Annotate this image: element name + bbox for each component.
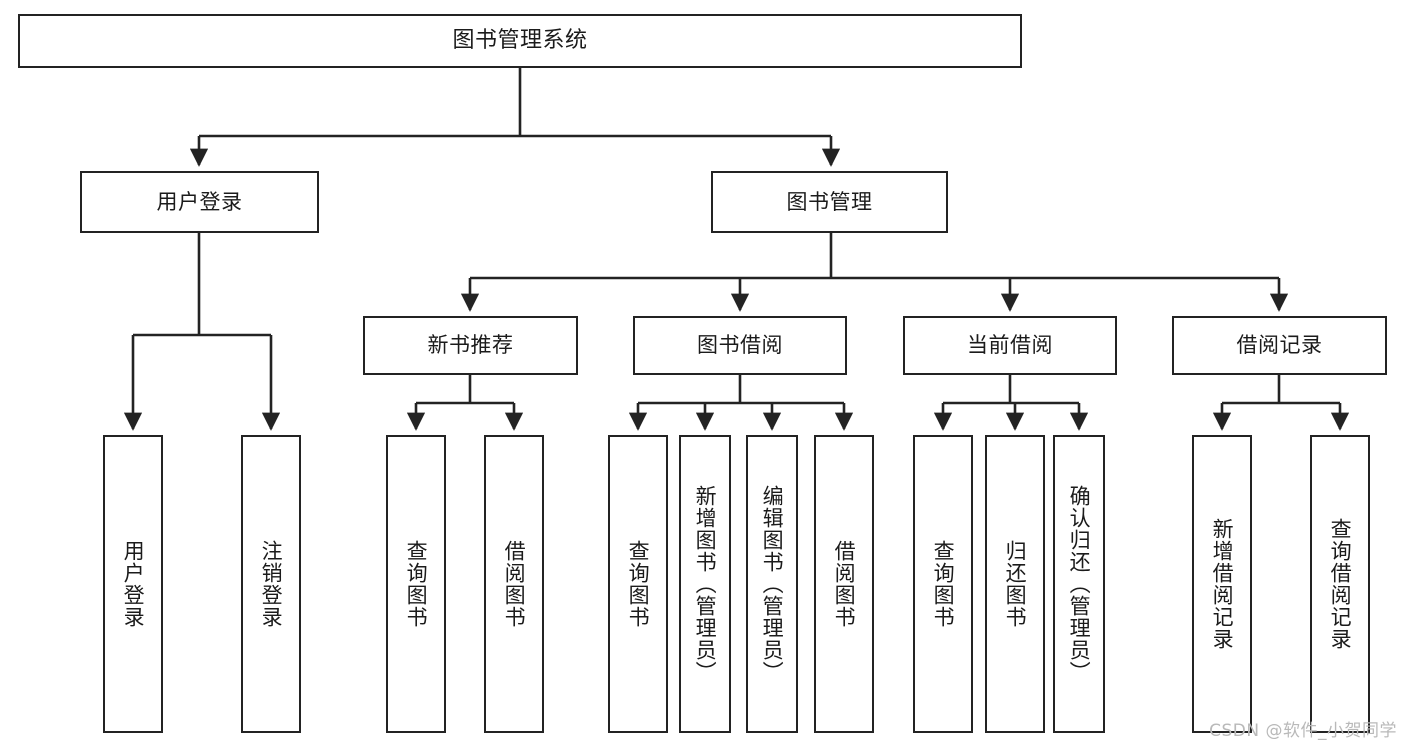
node-new-book-recommend-label: 新书推荐 <box>427 333 514 358</box>
node-book-manage-label: 图书管理 <box>786 189 873 214</box>
node-leaf-logout-login[interactable]: 注销登录 <box>241 435 301 733</box>
node-leaf-confirm-return[interactable]: 确认归还（管理员） <box>1053 435 1105 733</box>
node-leaf-query-book-1-label: 查询图书 <box>404 540 429 628</box>
node-borrow-record[interactable]: 借阅记录 <box>1172 316 1387 375</box>
node-leaf-user-login-label: 用户登录 <box>121 540 146 628</box>
node-leaf-query-book-1[interactable]: 查询图书 <box>386 435 446 733</box>
node-user-login[interactable]: 用户登录 <box>80 171 319 233</box>
node-leaf-borrow-book-1-label: 借阅图书 <box>502 540 527 628</box>
node-leaf-borrow-book-1[interactable]: 借阅图书 <box>484 435 544 733</box>
node-leaf-add-record-label: 新增借阅记录 <box>1210 518 1235 650</box>
csdn-watermark: CSDN @软件_小贺同学 <box>1209 721 1397 741</box>
node-leaf-return-book[interactable]: 归还图书 <box>985 435 1045 733</box>
node-root-label: 图书管理系统 <box>452 28 588 54</box>
node-leaf-user-login[interactable]: 用户登录 <box>103 435 163 733</box>
node-root-system[interactable]: 图书管理系统 <box>18 14 1022 68</box>
node-user-login-label: 用户登录 <box>156 189 243 214</box>
node-leaf-query-record[interactable]: 查询借阅记录 <box>1310 435 1370 733</box>
node-book-borrow[interactable]: 图书借阅 <box>633 316 847 375</box>
node-leaf-confirm-return-label: 确认归还（管理员） <box>1067 485 1092 683</box>
node-leaf-query-book-3[interactable]: 查询图书 <box>913 435 973 733</box>
node-leaf-query-record-label: 查询借阅记录 <box>1328 518 1353 650</box>
node-leaf-logout-login-label: 注销登录 <box>259 540 284 628</box>
node-leaf-query-book-3-label: 查询图书 <box>931 540 956 628</box>
node-leaf-borrow-book-2[interactable]: 借阅图书 <box>814 435 874 733</box>
node-leaf-edit-book-label: 编辑图书（管理员） <box>760 485 785 683</box>
node-current-borrow[interactable]: 当前借阅 <box>903 316 1117 375</box>
node-leaf-return-book-label: 归还图书 <box>1003 540 1028 628</box>
node-leaf-add-book-label: 新增图书（管理员） <box>693 485 718 683</box>
node-new-book-recommend[interactable]: 新书推荐 <box>363 316 578 375</box>
node-leaf-borrow-book-2-label: 借阅图书 <box>832 540 857 628</box>
node-borrow-record-label: 借阅记录 <box>1236 333 1323 358</box>
node-current-borrow-label: 当前借阅 <box>967 333 1053 358</box>
node-leaf-query-book-2-label: 查询图书 <box>626 540 651 628</box>
node-leaf-query-book-2[interactable]: 查询图书 <box>608 435 668 733</box>
node-leaf-add-book[interactable]: 新增图书（管理员） <box>679 435 731 733</box>
node-leaf-add-record[interactable]: 新增借阅记录 <box>1192 435 1252 733</box>
node-book-borrow-label: 图书借阅 <box>697 333 783 358</box>
node-book-manage[interactable]: 图书管理 <box>711 171 948 233</box>
node-leaf-edit-book[interactable]: 编辑图书（管理员） <box>746 435 798 733</box>
